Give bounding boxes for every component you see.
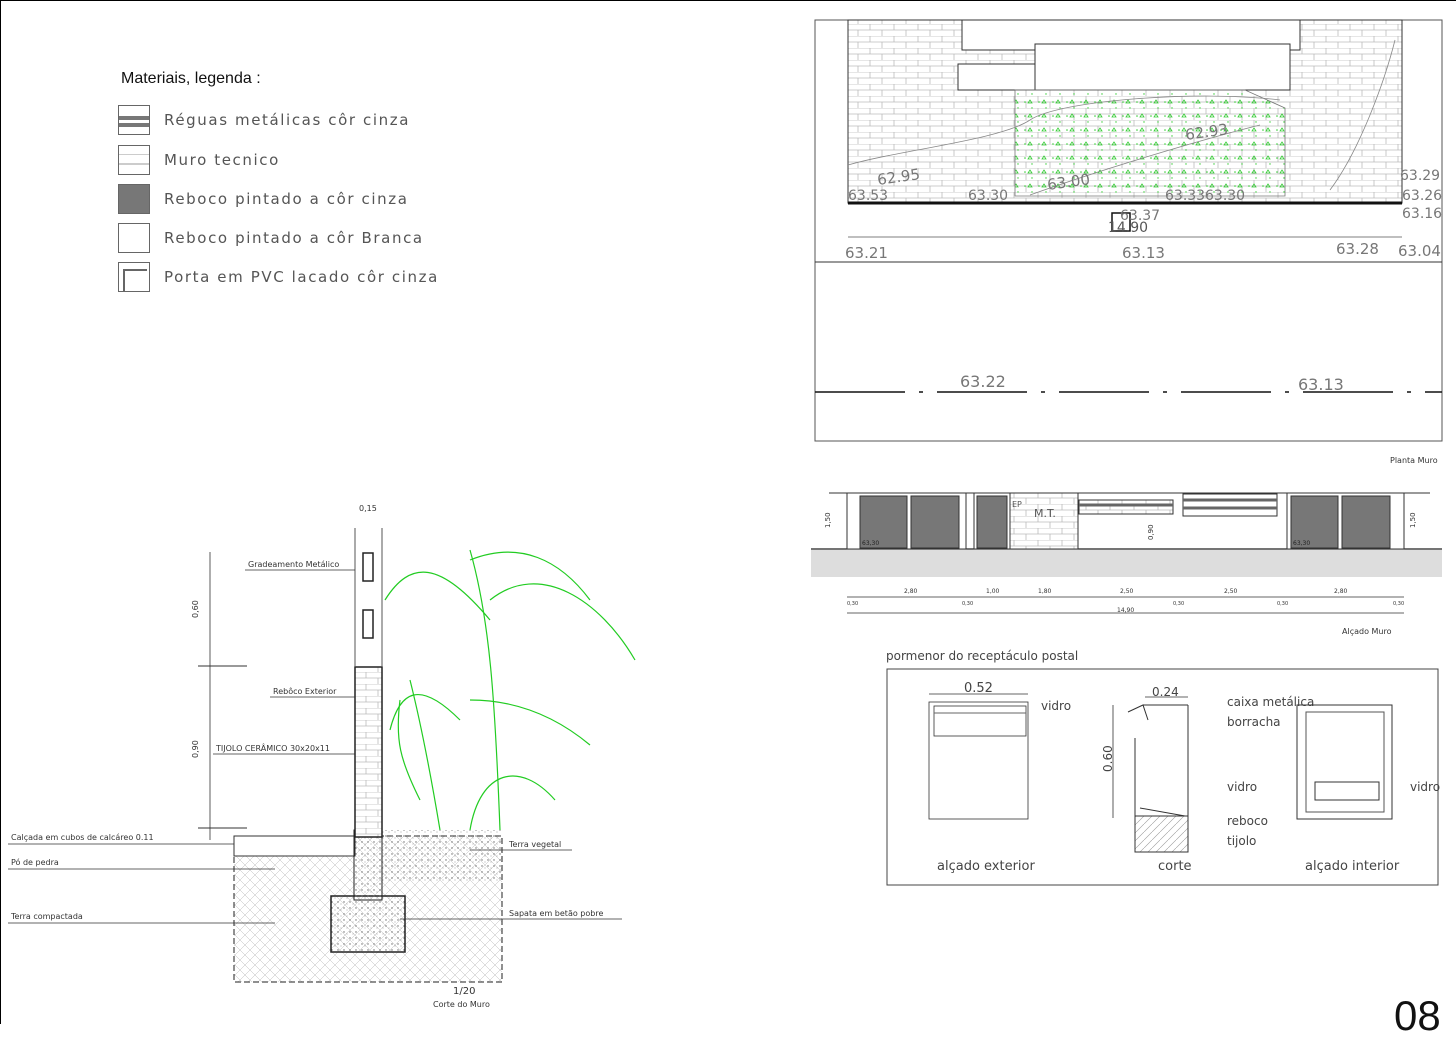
section-scale: 1/20 — [453, 986, 475, 997]
elevation-small-dim: 0,30 — [1393, 601, 1404, 607]
branca-swatch — [118, 223, 150, 253]
level-label: 62.95 — [876, 165, 921, 189]
level-label: 63.33 — [1165, 188, 1205, 204]
level-label: 63.22 — [960, 372, 1006, 391]
elevation-dim: 2,80 — [1334, 588, 1348, 595]
level-label: 63.30 — [1205, 188, 1245, 204]
legend-label: Reboco pintado a côr Branca — [164, 229, 424, 247]
level-label: 63.13 — [1298, 375, 1344, 394]
cut-label: tijolo — [1227, 834, 1256, 848]
level-label: 63,30 — [862, 540, 879, 547]
elevation-dim: 2,80 — [904, 588, 918, 595]
level-label: 63,30 — [1293, 540, 1310, 547]
cut-label: vidro — [1227, 780, 1257, 794]
legend-label: Reboco pintado a côr cinza — [164, 190, 409, 208]
elevation-dim: 2,50 — [1224, 588, 1238, 595]
sapata-label: Sapata em betão pobre — [509, 909, 603, 918]
elevation-small-dim: 0,30 — [1173, 601, 1184, 607]
int-caption: alçado interior — [1305, 859, 1400, 874]
section-caption: Corte do Muro — [433, 1000, 490, 1009]
level-label: 63.04 — [1398, 242, 1441, 260]
level-label: 63.13 — [1122, 244, 1165, 262]
calcada-label: Calçada em cubos de calcáreo 0.11 — [11, 833, 154, 842]
cut-height: 0.60 — [1101, 745, 1115, 772]
legend-label: Muro tecnico — [164, 151, 280, 169]
muro-swatch — [118, 145, 150, 175]
plan-width-dim: 14.90 — [1108, 220, 1148, 236]
section-dim: 0,60 — [191, 600, 200, 618]
mt-label: M.T. — [1034, 507, 1056, 520]
elevation-dim: 1,80 — [1038, 588, 1052, 595]
po-label: Pó de pedra — [11, 857, 59, 867]
tijolo-label: TIJOLO CERÂMICO 30x20x11 — [215, 742, 330, 753]
terra-compactada-label: Terra compactada — [10, 912, 83, 921]
ep-label: EP — [1012, 500, 1022, 509]
level-label: 62.93 — [1184, 120, 1229, 144]
legend-label: Porta em PVC lacado côr cinza — [164, 268, 439, 286]
postal-title: pormenor do receptáculo postal — [886, 649, 1078, 663]
level-label: 63.16 — [1402, 206, 1442, 222]
cut-caption: corte — [1158, 859, 1192, 874]
level-label: 63.26 — [1402, 188, 1442, 204]
height-label: 1,50 — [824, 512, 832, 528]
porta-swatch — [118, 262, 150, 292]
level-label: 63.21 — [845, 244, 888, 262]
cut-label: reboco — [1227, 814, 1268, 828]
ext-width: 0.52 — [964, 681, 993, 696]
cut-width: 0.24 — [1152, 685, 1179, 699]
level-label: 63.00 — [1046, 170, 1091, 194]
plan-caption: Planta Muro — [1390, 456, 1438, 465]
legend-title: Materiais, legenda : — [121, 70, 261, 87]
terra-vegetal-label: Terra vegetal — [508, 840, 561, 849]
cut-label: caixa metálica — [1227, 695, 1314, 709]
reguas-swatch — [118, 105, 150, 135]
reboco-label: Rebôco Exterior — [273, 686, 337, 696]
height-label: 1,50 — [1409, 512, 1417, 528]
int-vidro-label: vidro — [1410, 780, 1440, 794]
section-top-dim: 0,15 — [359, 504, 377, 513]
cut-label: borracha — [1227, 715, 1281, 729]
elevation-small-dim: 0,30 — [962, 601, 973, 607]
level-label: 63.37 — [1120, 208, 1160, 224]
gradeamento-label: Gradeamento Metálico — [248, 560, 339, 569]
elevation-small-dim: 0,30 — [1277, 601, 1288, 607]
level-label: 63.29 — [1400, 168, 1440, 184]
elevation-dim: 1,00 — [986, 588, 1000, 595]
elevation-small-dim: 0,30 — [847, 601, 858, 607]
section-dim: 0,90 — [191, 740, 200, 758]
level-label: 63.30 — [968, 188, 1008, 204]
elevation-caption: Alçado Muro — [1342, 627, 1392, 636]
legend-label: Réguas metálicas côr cinza — [164, 111, 410, 129]
ext-caption: alçado exterior — [937, 859, 1035, 874]
ext-vidro-label: vidro — [1041, 699, 1071, 713]
page-number: 08 — [1394, 992, 1441, 1039]
level-label: 63.28 — [1336, 240, 1379, 258]
elevation-dim: 2,50 — [1120, 588, 1134, 595]
cinza-swatch — [118, 184, 150, 214]
height-label: 0,90 — [1147, 524, 1155, 540]
elevation-total: 14,90 — [1117, 607, 1134, 614]
level-label: 63.53 — [848, 188, 888, 204]
